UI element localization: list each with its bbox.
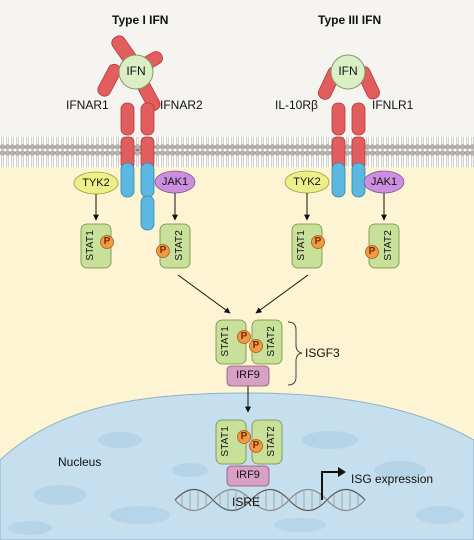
ifnar2-label: IFNAR2 (160, 98, 203, 112)
transcription-arrow-head (338, 467, 346, 477)
extracellular-space (0, 0, 474, 137)
isre-label: ISRE (232, 495, 261, 509)
isg-expression-label: ISG expression (351, 472, 434, 486)
ligand-left (118, 54, 154, 90)
type1-title: Type I IFN (112, 13, 169, 27)
phosphate-circles (100, 235, 379, 453)
ifnar1-label: IFNAR1 (66, 98, 109, 112)
nuclear-irf9-shape (226, 465, 270, 487)
phospho-stat1-right: P (314, 236, 322, 247)
nuclear-irf9-label: IRF9 (236, 469, 260, 481)
stat2-left-label: STAT2 (174, 230, 185, 261)
phospho-nuclear-1: P (240, 431, 248, 442)
ifnlr1-label: IFNLR1 (372, 98, 414, 112)
chromatin-texture (8, 431, 464, 535)
isgf3-irf9-label: IRF9 (236, 369, 260, 381)
transcription-arrow (321, 471, 340, 500)
ligand-left-label: IFN (126, 64, 146, 78)
isgf3-label: ISGF3 (305, 346, 340, 360)
plasma-membrane (0, 137, 474, 167)
activation-arrows (93, 193, 387, 413)
il10rb-label: IL-10Rβ (275, 98, 318, 112)
nuclear-stat1-label: STAT1 (220, 426, 231, 457)
isgf3-stat2-label: STAT2 (266, 326, 277, 357)
ifnlr-intracellular (331, 162, 366, 198)
ligand-right (330, 54, 366, 90)
ligand-right-label: IFN (338, 64, 358, 78)
dna-helix (174, 488, 366, 512)
isgf3-stat1-label: STAT1 (220, 326, 231, 357)
tyk2-left-label: TYK2 (82, 177, 110, 189)
stat1-right-label: STAT1 (296, 230, 307, 261)
nucleus-label: Nucleus (58, 455, 102, 469)
stat1-left-label: STAT1 (85, 230, 96, 261)
phospho-nuclear-2: P (252, 440, 260, 451)
phospho-stat2-left: P (159, 245, 167, 256)
type3-title: Type III IFN (318, 13, 382, 27)
nuclear-stat2-label: STAT2 (266, 426, 277, 457)
stat2-right-label: STAT2 (383, 230, 394, 261)
phospho-stat1-left: P (103, 236, 111, 247)
phospho-stat2-right: P (368, 246, 376, 257)
jak1-left-label: JAK1 (161, 176, 189, 188)
phospho-isgf3-1: P (240, 331, 248, 342)
isgf3-bracket (287, 321, 303, 386)
tyk2-right-label: TYK2 (293, 176, 321, 188)
ifnar-intracellular (120, 162, 155, 231)
isgf3-irf9-shape (226, 365, 270, 387)
jak1-right-label: JAK1 (370, 176, 398, 188)
phospho-isgf3-2: P (252, 340, 260, 351)
